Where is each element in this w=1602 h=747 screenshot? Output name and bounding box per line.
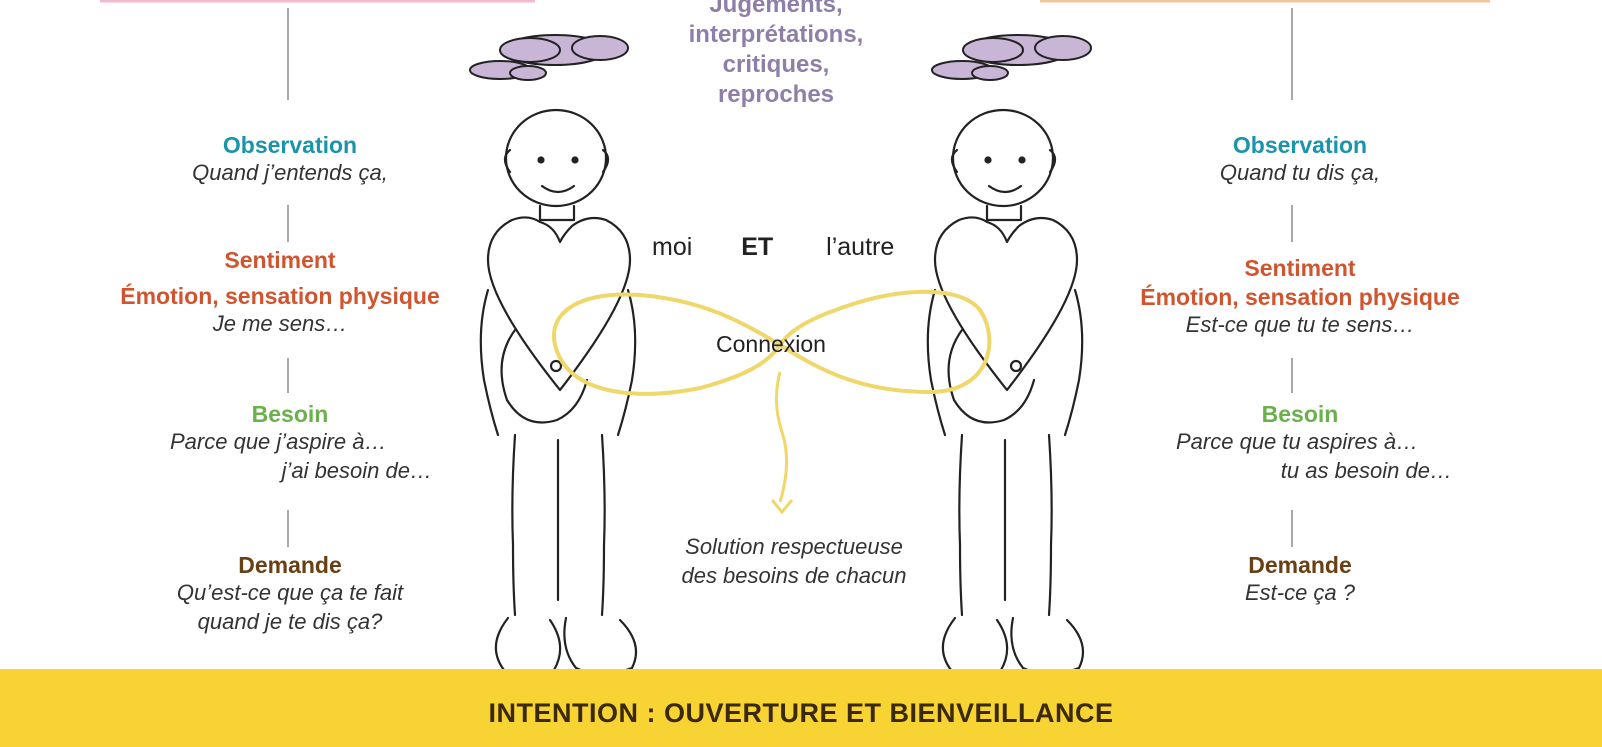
sentiment-title: Sentiment	[100, 247, 460, 273]
solution-line: des besoins de chacun	[660, 561, 928, 590]
sentiment-text: Je me sens…	[100, 309, 460, 338]
arrow-down-icon	[776, 372, 786, 502]
demande-text-1: Qu’est-ce que ça te fait	[130, 578, 450, 607]
cloud-right-icon	[932, 35, 1091, 80]
demande-text-1: Est-ce ça ?	[1140, 578, 1460, 607]
person-left-figure	[481, 110, 636, 676]
label-et: ET	[741, 233, 773, 262]
right-observation: Observation Quand tu dis ça,	[1140, 132, 1460, 187]
besoin-text-1: Parce que tu aspires à…	[1140, 427, 1460, 456]
demande-title: Demande	[1140, 552, 1460, 578]
label-moi: moi	[652, 233, 692, 262]
right-sentiment: Sentiment Émotion, sensation physique Es…	[1118, 255, 1482, 339]
sentiment-subtitle: Émotion, sensation physique	[1118, 284, 1482, 310]
judgement-line: critiques,	[660, 50, 892, 80]
observation-title: Observation	[130, 132, 450, 158]
sentiment-subtitle: Émotion, sensation physique	[100, 283, 460, 309]
sentiment-title: Sentiment	[1118, 255, 1482, 281]
besoin-text-2: tu as besoin de…	[1140, 456, 1460, 485]
besoin-text-1: Parce que j’aspire à…	[130, 427, 450, 456]
right-besoin: Besoin Parce que tu aspires à… tu as bes…	[1140, 401, 1460, 485]
solution-line: Solution respectueuse	[660, 532, 928, 561]
demande-text-2: quand je te dis ça?	[130, 607, 450, 636]
moi-et-autre: moi ET l’autre	[652, 233, 894, 262]
left-demande: Demande Qu’est-ce que ça te fait quand j…	[130, 552, 450, 636]
observation-text: Quand tu dis ça,	[1140, 158, 1460, 187]
besoin-title: Besoin	[130, 401, 450, 427]
judgement-line: Jugements,	[660, 0, 892, 20]
solution-text: Solution respectueuse des besoins de cha…	[660, 532, 928, 590]
judgements-text: Jugements, interprétations, critiques, r…	[660, 0, 892, 110]
judgement-line: interprétations,	[660, 20, 892, 50]
sentiment-text: Est-ce que tu te sens…	[1118, 310, 1482, 339]
left-observation: Observation Quand j’entends ça,	[130, 132, 450, 187]
demande-title: Demande	[130, 552, 450, 578]
left-besoin: Besoin Parce que j’aspire à… j’ai besoin…	[130, 401, 450, 485]
connexion-label: Connexion	[716, 331, 826, 358]
person-right-figure	[928, 110, 1083, 676]
label-autre: l’autre	[826, 233, 894, 262]
observation-title: Observation	[1140, 132, 1460, 158]
besoin-text-2: j’ai besoin de…	[130, 456, 450, 485]
observation-text: Quand j’entends ça,	[130, 158, 450, 187]
left-sentiment: Sentiment Émotion, sensation physique Je…	[100, 247, 460, 338]
right-demande: Demande Est-ce ça ?	[1140, 552, 1460, 607]
cloud-left-icon	[470, 35, 628, 80]
intention-banner-text: INTENTION : OUVERTURE ET BIENVEILLANCE	[0, 698, 1602, 729]
judgement-line: reproches	[660, 80, 892, 110]
besoin-title: Besoin	[1140, 401, 1460, 427]
